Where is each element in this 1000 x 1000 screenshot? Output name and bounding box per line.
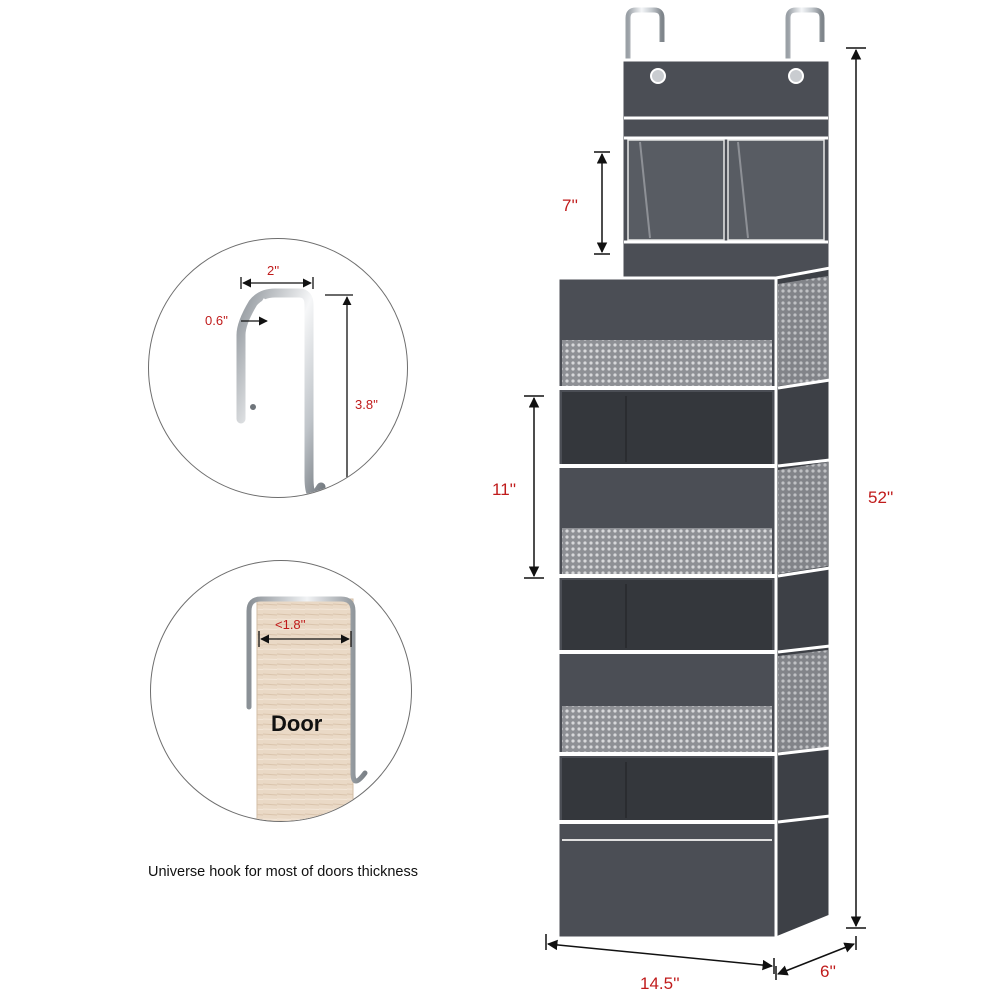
pocket-height-label: 7'' bbox=[562, 196, 578, 215]
organizer-icon bbox=[556, 7, 832, 941]
door-label: Door bbox=[271, 711, 323, 736]
shelf-height-label: 11'' bbox=[492, 480, 517, 499]
hook-thickness-label: 0.6'' bbox=[205, 313, 229, 328]
door-gap-label: <1.8'' bbox=[275, 617, 306, 632]
door-detail-circle: <1.8'' Door bbox=[150, 560, 412, 822]
door-icon bbox=[246, 596, 368, 821]
depth-label: 6'' bbox=[820, 962, 836, 981]
hook-detail-circle: 2'' 0.6'' 3.8'' bbox=[148, 238, 408, 498]
hook-caption: Universe hook for most of doors thicknes… bbox=[148, 864, 418, 880]
total-height-label: 52'' bbox=[868, 488, 894, 507]
door-hook-icon bbox=[236, 277, 353, 497]
hook-height-label: 3.8'' bbox=[355, 397, 379, 412]
width-label: 14.5'' bbox=[640, 974, 680, 993]
hook-width-label: 2'' bbox=[267, 263, 280, 278]
dimension-lines bbox=[524, 47, 866, 980]
